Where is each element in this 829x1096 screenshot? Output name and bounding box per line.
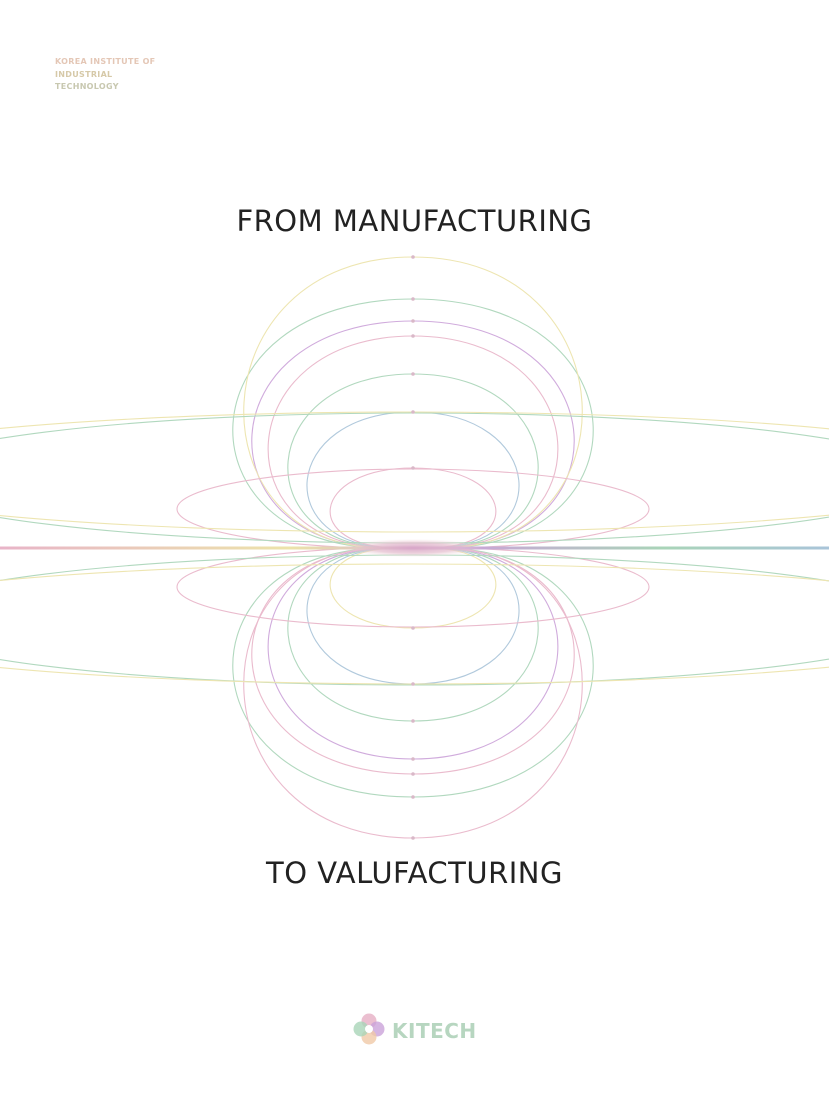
field-loop-lower-4: [267, 547, 559, 760]
field-loop-lower-1: [329, 547, 497, 629]
field-loop-lower-2: [306, 547, 520, 685]
headline-bottom: TO VALUFACTURING: [266, 856, 563, 890]
field-loop-upper-3: [287, 373, 539, 549]
headline-top: FROM MANUFACTURING: [236, 204, 593, 238]
field-loop-lower-5: [251, 547, 575, 775]
flat-orbit-6: [0, 563, 829, 685]
kitech-logo-text: KITECH: [392, 1019, 477, 1043]
field-loop-upper-5: [251, 320, 575, 549]
flat-orbit-2: [176, 546, 650, 628]
field-loop-upper-4: [267, 335, 559, 549]
field-loop-upper-1: [329, 467, 497, 549]
apex-dots: [411, 255, 415, 840]
flat-orbit-3: [0, 412, 829, 544]
flat-orbit-5: [0, 411, 829, 533]
field-loop-lower-7: [243, 547, 583, 839]
central-core: [343, 539, 483, 557]
institute-name-line-3: TECHNOLOGY: [55, 82, 119, 91]
institute-name-line-2: INDUSTRIAL: [55, 69, 113, 79]
kitech-clover-icon: [352, 1012, 386, 1050]
field-loop-upper-2: [306, 411, 520, 549]
institute-name-line-1: KOREA INSTITUTE OF: [55, 57, 156, 66]
field-loop-lower-3: [287, 547, 539, 722]
kitech-logo: KITECH: [352, 1013, 477, 1049]
institute-name: KOREA INSTITUTE OF INDUSTRIAL TECHNOLOGY: [55, 56, 155, 94]
flat-orbit-4: [0, 554, 829, 686]
flat-orbit-1: [176, 468, 650, 550]
